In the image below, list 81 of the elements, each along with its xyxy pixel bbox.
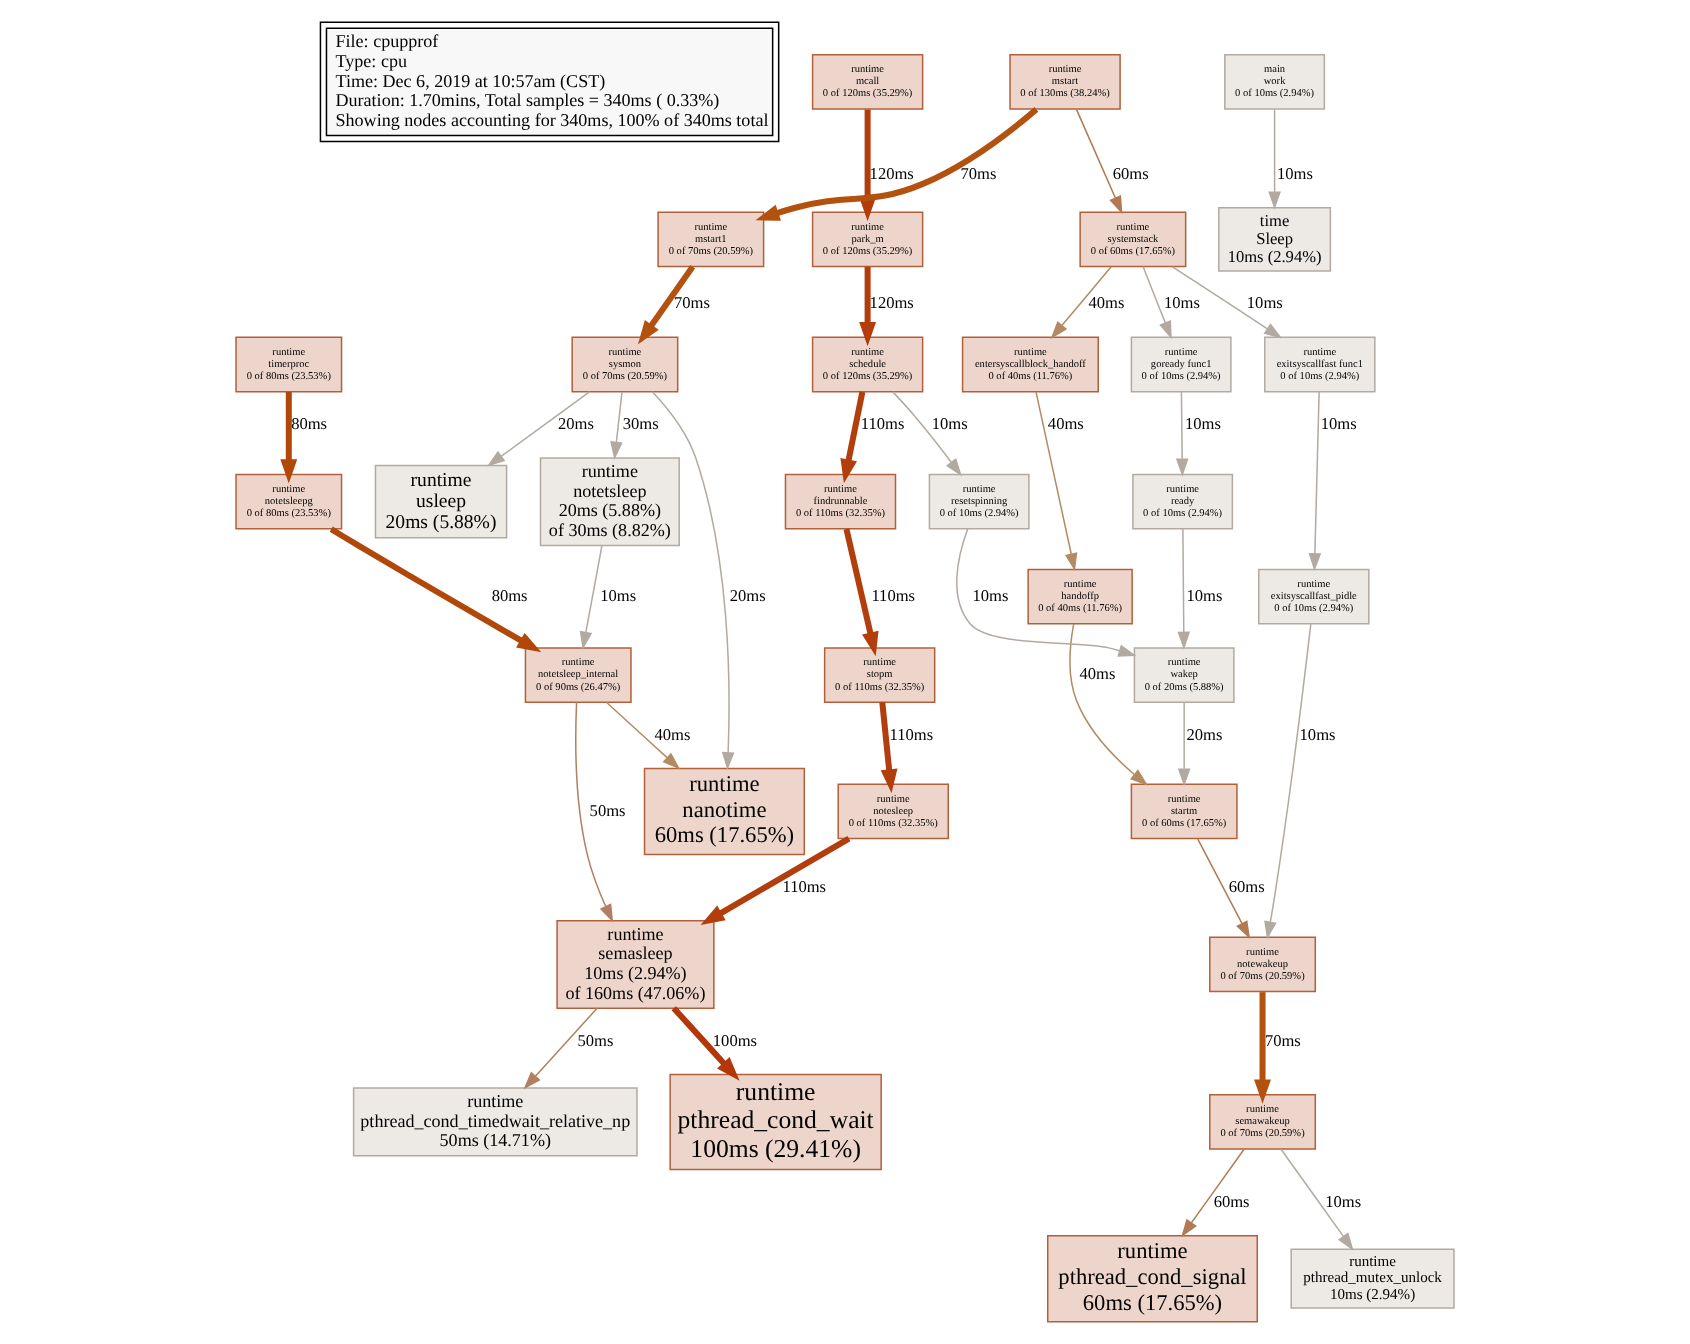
arrow (879, 701, 898, 794)
arrow (1264, 623, 1312, 940)
arrow (487, 391, 591, 467)
arrow (637, 265, 696, 345)
arrow (1181, 1148, 1245, 1238)
edge-label: 10ms (1299, 725, 1336, 744)
edge-label: 10ms (1320, 415, 1357, 434)
arrow (1175, 391, 1189, 477)
edge-label: 60ms (1228, 877, 1265, 896)
node-box: time Sleep 10ms (2.94%) (1218, 207, 1332, 272)
arrow (1069, 623, 1149, 786)
arrow (575, 701, 614, 923)
arrow (651, 390, 735, 771)
node-box: runtime usleep 20ms (5.88%) (374, 464, 508, 539)
edge-label: 10ms (600, 586, 637, 605)
edge-label: 40ms (1079, 665, 1116, 684)
arrow (329, 526, 542, 653)
edge-label: 20ms (1186, 725, 1223, 744)
edge-label: 110ms (860, 415, 905, 434)
arrow (892, 391, 962, 477)
edge-label: 80ms (291, 415, 328, 434)
edge-label: 120ms (869, 164, 914, 183)
node-box: runtime pthread_cond_signal 60ms (17.65%) (1047, 1235, 1258, 1323)
edge-label: 70ms (674, 294, 710, 313)
arrow (1035, 391, 1078, 572)
node-box: runtime nanotime 60ms (17.65%) (643, 767, 806, 856)
edge-label: 60ms (1112, 164, 1149, 183)
arrow (1075, 108, 1123, 215)
edge-label: 10ms (1186, 586, 1223, 605)
arrow (605, 701, 681, 770)
arrow (579, 544, 603, 650)
arrow (700, 836, 851, 926)
node-box: runtime semasleep 10ms (2.94%) of 160ms (47.06%) (556, 919, 715, 1009)
edge-label: 50ms (577, 1031, 614, 1050)
edge-label: 60ms (1213, 1192, 1250, 1211)
edge-label: 110ms (782, 877, 827, 896)
arrow (1177, 528, 1191, 650)
edge-label: 70ms (1264, 1031, 1301, 1050)
edge-label: 30ms (622, 415, 659, 434)
edge-label: 10ms (931, 415, 968, 434)
edge-label: 20ms (729, 586, 766, 605)
node-box: File: cpupprof Type: cpu Time: Dec 6, 2019 at 10:57am (CST) Duration: 1.70mins, Total samples = 340ms ( 0.33%) Showing nodes accounting for 340ms, 100% of 340ms total (319, 21, 780, 143)
node-box: runtime pthread_cond_wait 100ms (29.41%) (669, 1073, 882, 1171)
edge-label: 10ms (1185, 415, 1221, 434)
arrow (280, 391, 298, 484)
edge-label: 80ms (491, 586, 528, 605)
edge-label: 10ms (1163, 294, 1200, 313)
edge-label: 40ms (654, 725, 691, 744)
node-box: runtime pthread_cond_timedwait_relative_np 50ms (14.71%) (352, 1087, 638, 1157)
edge-label: 110ms (871, 586, 916, 605)
edge-label: 10ms (972, 586, 1009, 605)
arrow (1197, 838, 1251, 940)
arrow (843, 528, 879, 657)
arrow (840, 391, 866, 484)
arrow (523, 1007, 598, 1090)
arrow (755, 107, 1039, 221)
arrow (1268, 108, 1281, 210)
edge-label: 120ms (869, 294, 914, 313)
edge-label: 70ms (960, 164, 997, 183)
arrow (1254, 992, 1271, 1104)
arrow (1050, 266, 1112, 339)
edge-label: 10ms (1325, 1192, 1362, 1211)
edge-label: 20ms (557, 415, 594, 434)
arrow (671, 1006, 740, 1081)
edge-label: 10ms (1276, 164, 1313, 183)
arrow (1142, 266, 1172, 340)
edge-label: 110ms (889, 725, 934, 744)
edge-label: 40ms (1047, 415, 1084, 434)
node-box: runtime pthread_mutex_unlock 10ms (2.94%) (1290, 1248, 1455, 1309)
edge-label: 100ms (712, 1031, 758, 1050)
edge-label: 10ms (1246, 294, 1283, 313)
node-box: runtime notetsleep 20ms (5.88%) of 30ms (8.82%) (539, 457, 680, 547)
arrow (1280, 1148, 1354, 1251)
arrow (1177, 701, 1191, 787)
edge-label: 40ms (1088, 294, 1125, 313)
arrow (610, 391, 623, 460)
arrow (859, 266, 877, 347)
arrow (1308, 391, 1322, 572)
edge-label: 50ms (589, 801, 626, 820)
arrow (859, 109, 877, 222)
arrow (1171, 266, 1283, 339)
